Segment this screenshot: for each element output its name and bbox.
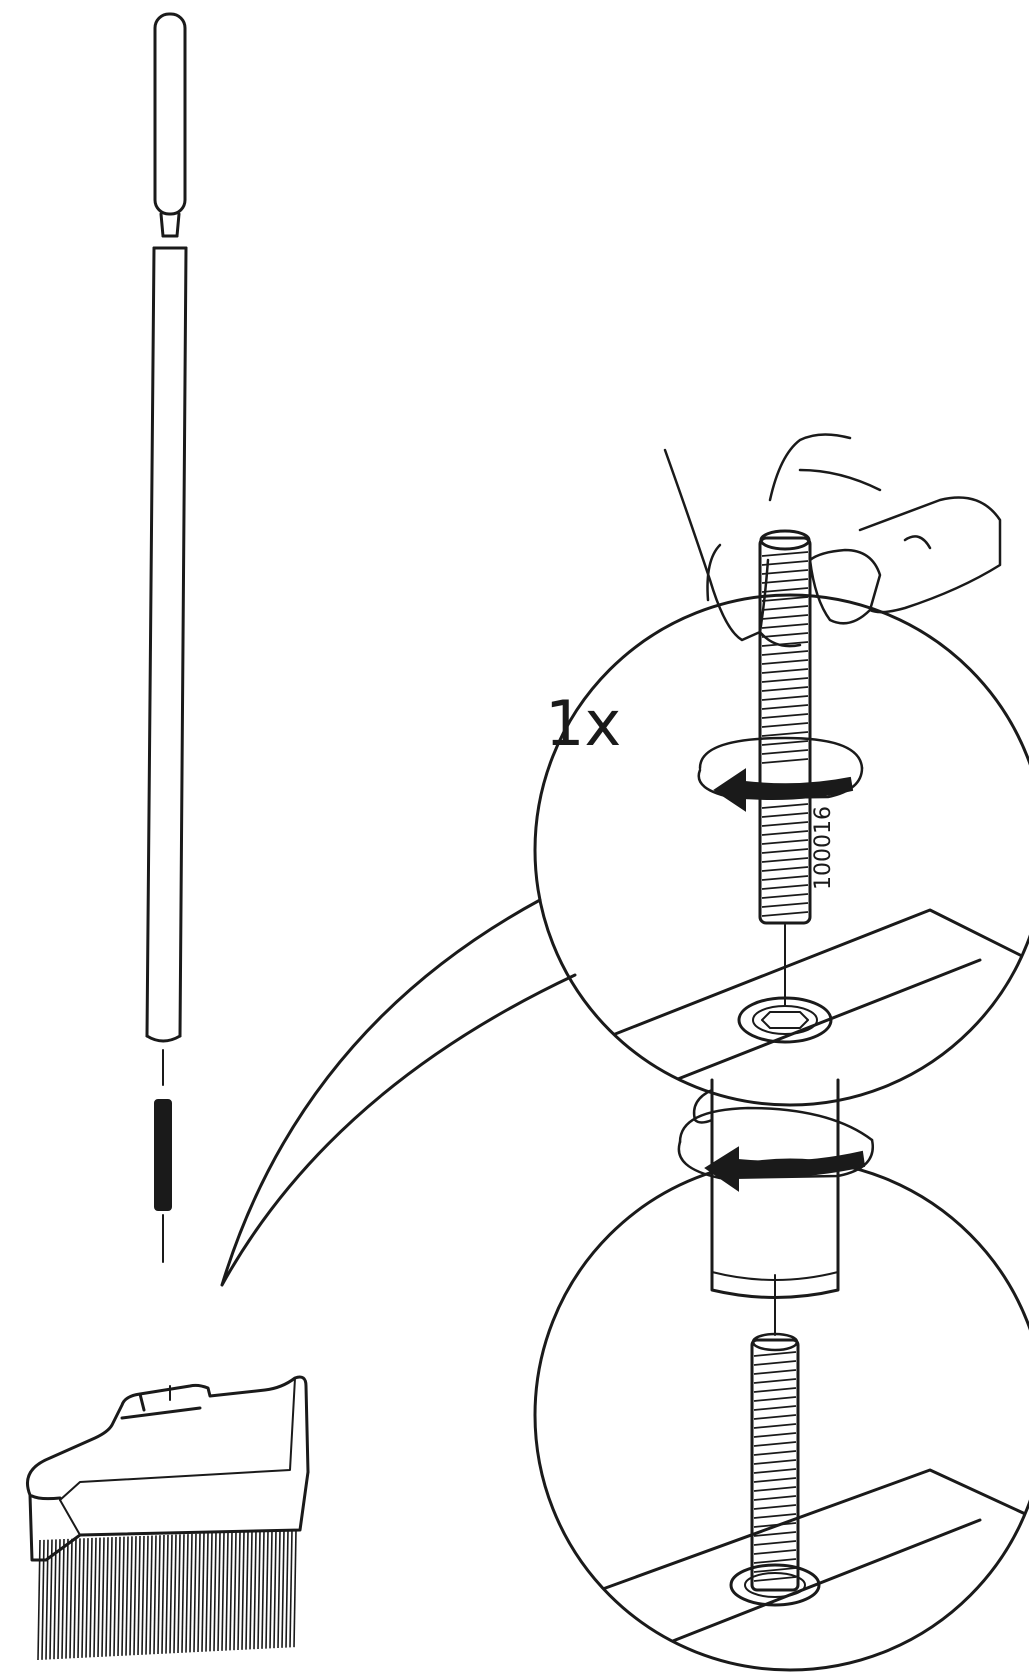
handle-tube [678, 1078, 874, 1299]
rotation-arrow-bottom [677, 1138, 875, 1192]
threaded-rod-top [758, 529, 812, 925]
hand-illustration [663, 433, 1002, 648]
rotation-ring-back-top [698, 736, 864, 770]
detail-circle-top-outline [533, 593, 1029, 1107]
detail-circle-bottom-outline [533, 1158, 1029, 1672]
broom-handle [145, 12, 188, 1086]
quantity-label: 1x [545, 687, 621, 760]
rod-socket-ring [729, 1563, 821, 1607]
handle-grip [153, 12, 187, 216]
surface-edges-top [598, 908, 1029, 1092]
callout-tail [220, 898, 577, 1287]
broom-bristles [37, 1529, 297, 1661]
handle-pole [145, 246, 188, 1038]
rotation-ring-back-bottom [678, 1106, 874, 1144]
threaded-rod-part [154, 1099, 172, 1211]
broom-head [26, 1375, 310, 1562]
handle-neck [159, 212, 181, 238]
detail-circle-bottom [533, 1158, 1029, 1672]
rotation-arrow-top [697, 766, 864, 812]
broom-block-front [28, 1470, 310, 1562]
surface-edges-bottom [598, 1468, 1029, 1652]
hex-socket [761, 1011, 809, 1029]
part-number-label: 100016 [811, 806, 836, 890]
handle-bottom [145, 1034, 182, 1043]
threaded-rod-installed [750, 1338, 800, 1592]
detail-circle-top [533, 593, 1029, 1107]
